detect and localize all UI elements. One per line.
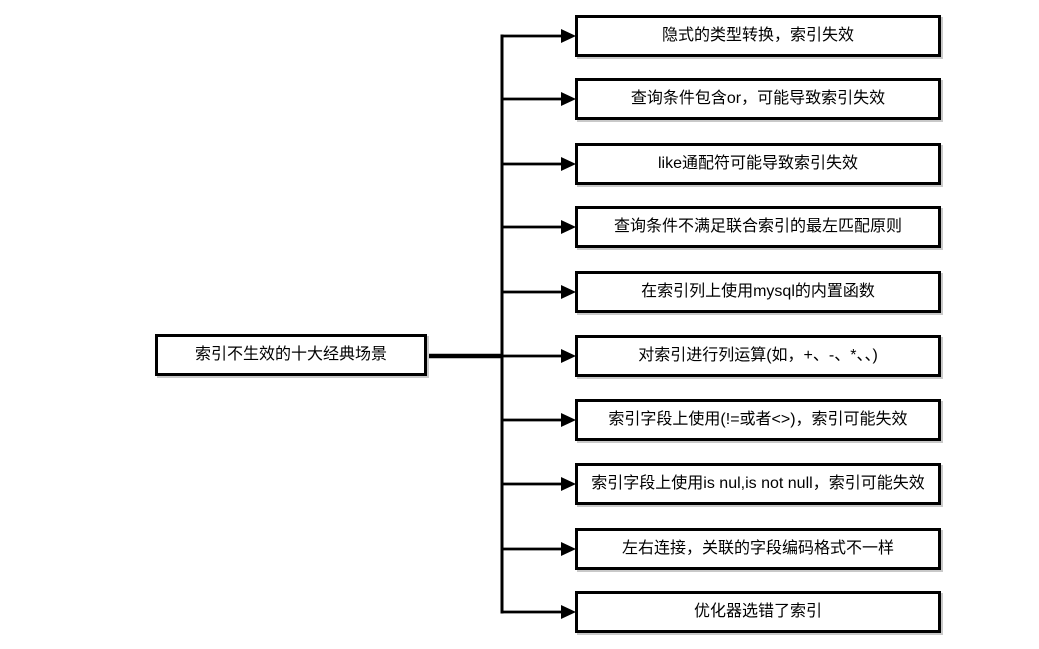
arrowhead-icon bbox=[561, 605, 576, 619]
branch-node-4: 查询条件不满足联合索引的最左匹配原则 bbox=[575, 206, 941, 248]
branch-node-7: 索引字段上使用(!=或者<>)，索引可能失效 bbox=[575, 399, 941, 441]
arrowhead-icon bbox=[561, 285, 576, 299]
branch-node-9: 左右连接，关联的字段编码格式不一样 bbox=[575, 528, 941, 570]
arrowhead-icon bbox=[561, 92, 576, 106]
branch-node-2: 查询条件包含or，可能导致索引失效 bbox=[575, 78, 941, 120]
branch-connector bbox=[500, 220, 576, 234]
arrowhead-icon bbox=[561, 157, 576, 171]
branch-connector bbox=[500, 477, 576, 491]
branch-node-label: like通配符可能导致索引失效 bbox=[657, 155, 858, 173]
branch-node-label: 对索引进行列运算(如，+、-、*、、) bbox=[638, 347, 878, 365]
branch-node-label: 查询条件不满足联合索引的最左匹配原则 bbox=[613, 218, 902, 236]
branch-node-10: 优化器选错了索引 bbox=[575, 591, 941, 633]
branch-node-label: 左右连接，关联的字段编码格式不一样 bbox=[621, 540, 894, 558]
branch-node-label: 在索引列上使用mysql的内置函数 bbox=[641, 283, 875, 301]
root-node: 索引不生效的十大经典场景 bbox=[155, 334, 427, 376]
branch-connector bbox=[500, 29, 576, 43]
branch-connector bbox=[500, 349, 576, 363]
branch-node-label: 优化器选错了索引 bbox=[693, 603, 822, 621]
arrowhead-icon bbox=[561, 477, 576, 491]
arrowhead-icon bbox=[561, 542, 576, 556]
branch-connector bbox=[500, 542, 576, 556]
arrowhead-icon bbox=[561, 413, 576, 427]
branch-node-3: like通配符可能导致索引失效 bbox=[575, 143, 941, 185]
branch-connector bbox=[500, 92, 576, 106]
arrowhead-icon bbox=[561, 29, 576, 43]
branch-node-label: 索引字段上使用is nul,is not null，索引可能失效 bbox=[591, 475, 925, 493]
arrowhead-icon bbox=[561, 349, 576, 363]
root-node-label: 索引不生效的十大经典场景 bbox=[194, 346, 387, 364]
branch-connector bbox=[500, 157, 576, 171]
branch-node-5: 在索引列上使用mysql的内置函数 bbox=[575, 271, 941, 313]
branch-node-6: 对索引进行列运算(如，+、-、*、、) bbox=[575, 335, 941, 377]
arrowhead-icon bbox=[561, 220, 576, 234]
branch-node-1: 隐式的类型转换，索引失效 bbox=[575, 15, 941, 57]
branch-node-label: 查询条件包含or，可能导致索引失效 bbox=[630, 90, 886, 108]
branch-connector bbox=[500, 605, 576, 619]
branch-connector bbox=[500, 285, 576, 299]
branch-node-label: 隐式的类型转换，索引失效 bbox=[661, 27, 854, 45]
branch-connector bbox=[500, 413, 576, 427]
branch-node-8: 索引字段上使用is nul,is not null，索引可能失效 bbox=[575, 463, 941, 505]
branch-node-label: 索引字段上使用(!=或者<>)，索引可能失效 bbox=[608, 411, 908, 429]
